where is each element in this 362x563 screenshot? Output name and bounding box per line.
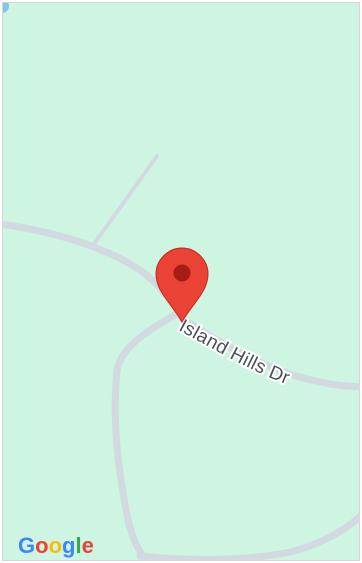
google-logo-letter: e bbox=[82, 533, 94, 558]
map-pin-dot bbox=[173, 264, 191, 282]
google-logo-letter: g bbox=[62, 533, 75, 558]
google-logo-letter: l bbox=[75, 533, 81, 558]
google-logo[interactable]: Google bbox=[18, 533, 94, 558]
map-pin-icon[interactable] bbox=[155, 247, 209, 324]
loop-road-west bbox=[111, 310, 180, 560]
google-logo-letter: o bbox=[49, 533, 62, 558]
loop-road-south bbox=[136, 512, 359, 560]
side-road bbox=[92, 154, 159, 246]
google-logo-letter: G bbox=[18, 533, 35, 558]
water-patch bbox=[3, 3, 9, 13]
google-logo-letter: o bbox=[35, 533, 48, 558]
